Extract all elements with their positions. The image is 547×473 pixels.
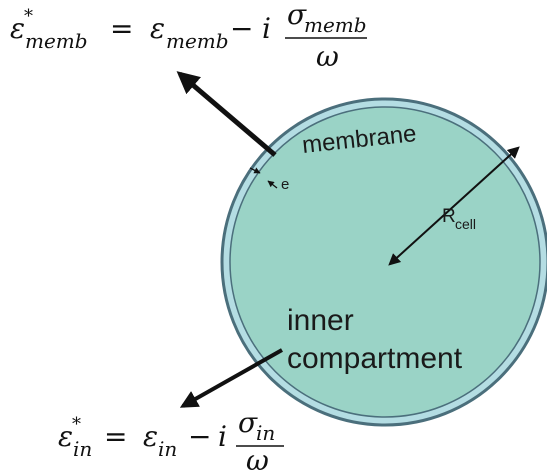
svg-text:−: − — [230, 12, 253, 45]
svg-text:in: in — [256, 421, 275, 445]
svg-text:=: = — [104, 420, 127, 453]
svg-text:memb: memb — [166, 29, 229, 53]
radius-arrow — [388, 146, 520, 266]
svg-text:−: − — [188, 420, 211, 453]
svg-text:i: i — [262, 12, 271, 45]
thickness-label: e — [281, 176, 289, 193]
inner-compartment-label-line1: inner — [287, 304, 354, 337]
svg-text:in: in — [73, 437, 92, 461]
formula-membrane-permittivity: ε * memb = ε memb − i σ memb ω — [10, 0, 367, 73]
inner-compartment-label-line2: compartment — [287, 342, 463, 375]
svg-text:σ: σ — [287, 0, 307, 31]
formula-inner-permittivity: ε * in = ε in − i σ in ω — [58, 406, 284, 473]
svg-text:ω: ω — [246, 444, 269, 473]
svg-text:memb: memb — [25, 29, 88, 53]
svg-text:ω: ω — [316, 40, 339, 73]
svg-text:memb: memb — [304, 13, 367, 37]
radius-label: R cell — [442, 206, 476, 232]
svg-text:ε: ε — [10, 12, 25, 45]
svg-text:cell: cell — [455, 216, 476, 232]
svg-text:σ: σ — [238, 406, 258, 439]
membrane-pointer-arrow — [176, 71, 277, 157]
svg-text:in: in — [158, 437, 177, 461]
svg-text:i: i — [218, 420, 227, 453]
svg-text:R: R — [442, 206, 456, 227]
svg-text:ε: ε — [143, 420, 158, 453]
inner-pointer-arrow — [179, 348, 283, 408]
svg-text:*: * — [72, 414, 81, 435]
svg-text:ε: ε — [58, 420, 73, 453]
membrane-thickness-marker — [249, 167, 278, 189]
svg-text:ε: ε — [150, 12, 165, 45]
svg-text:=: = — [110, 12, 133, 45]
svg-text:*: * — [24, 6, 33, 27]
